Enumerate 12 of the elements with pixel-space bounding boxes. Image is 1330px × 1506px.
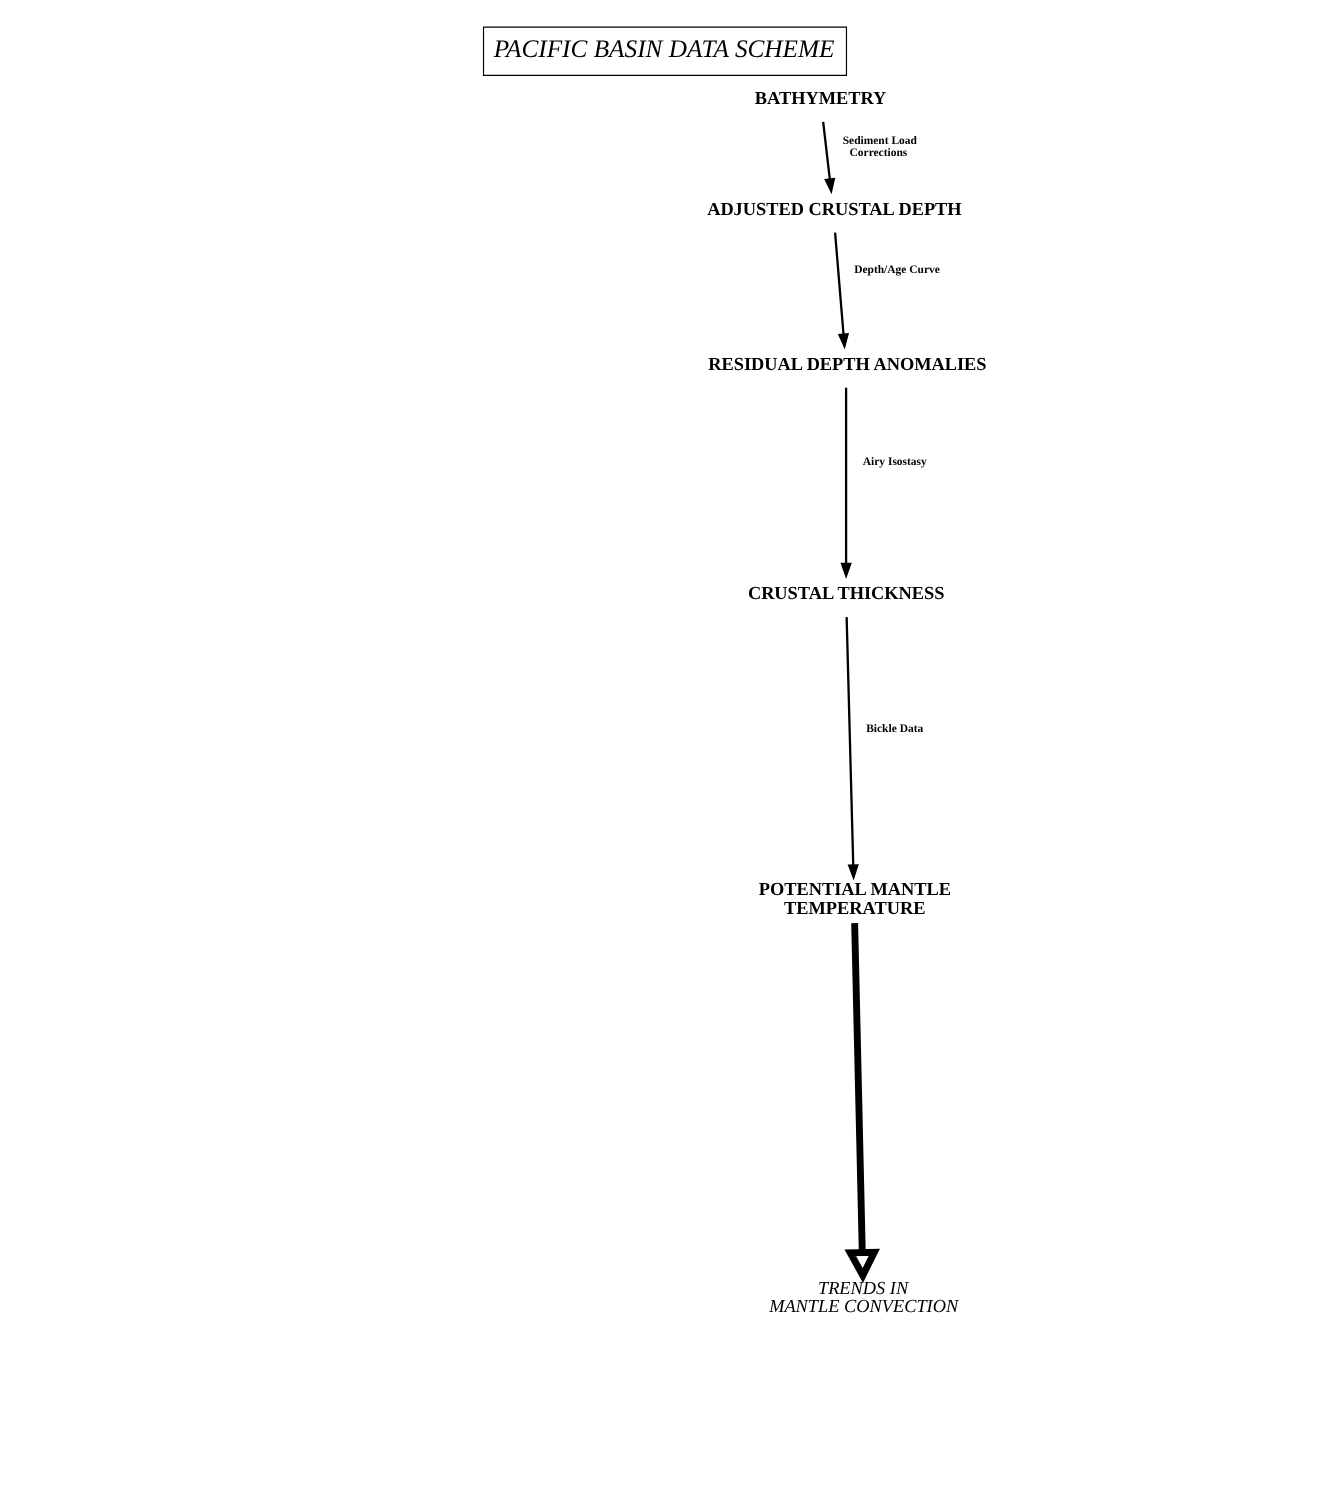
arrow <box>845 616 859 880</box>
arrow <box>844 921 880 1282</box>
diagram-title: PACIFIC BASIN DATA SCHEME <box>493 33 835 62</box>
node-text: POTENTIAL MANTLE TEMPERATURE <box>758 878 951 917</box>
arrow <box>840 386 852 578</box>
node-text: TRENDS IN MANTLE CONVECTION <box>769 1277 959 1316</box>
node-text: RESIDUAL DEPTH ANOMALIES <box>708 353 987 374</box>
arrow <box>822 120 836 194</box>
node-text: ADJUSTED CRUSTAL DEPTH <box>707 198 962 219</box>
node-text: BATHYMETRY <box>754 86 887 107</box>
arrow <box>833 231 850 349</box>
node-text: CRUSTAL THICKNESS <box>747 582 945 603</box>
